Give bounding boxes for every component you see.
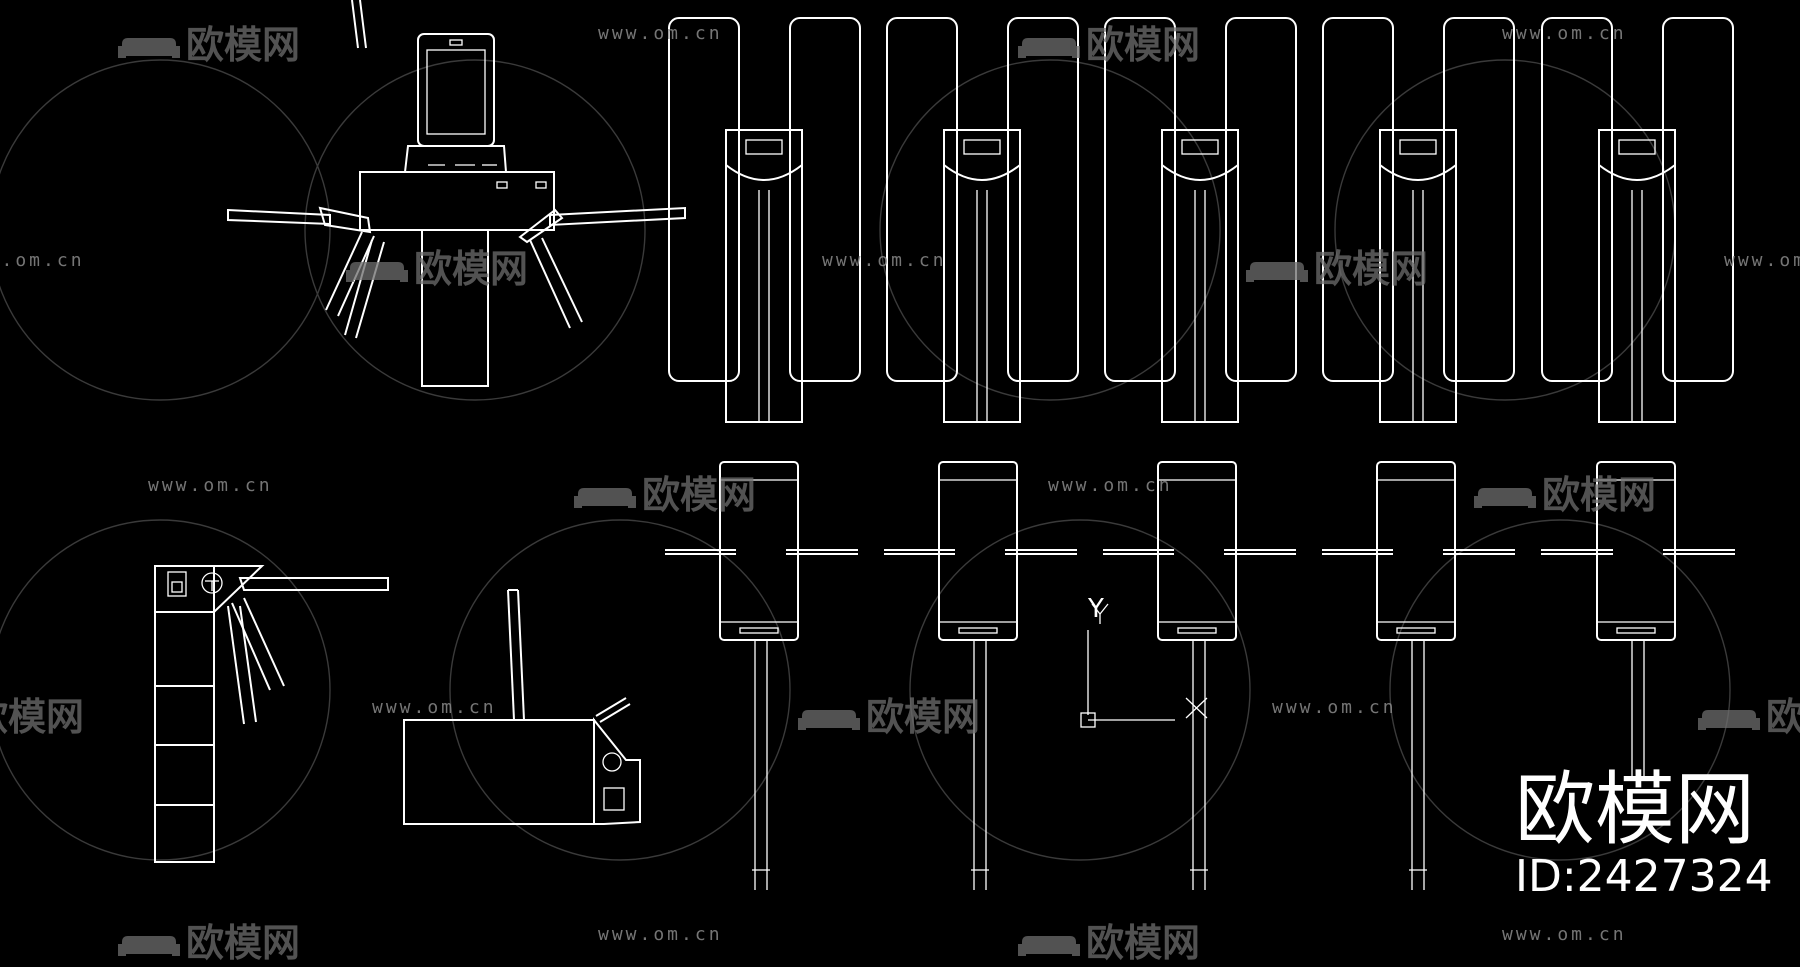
sofa-icon: [1474, 487, 1536, 508]
watermark-logo: 欧模网: [574, 464, 756, 519]
sofa-icon: [1246, 261, 1308, 282]
ucs-axis-icon: [1080, 603, 1208, 728]
watermark-logo-text: 欧模网: [1542, 473, 1657, 517]
swing-barrier-2: [886, 17, 1079, 423]
watermark-url: www.om.cn: [598, 924, 723, 945]
watermark-logo-text: 欧模网: [414, 247, 529, 291]
watermark-logo: 欧模网: [346, 238, 528, 293]
watermark-logo: 欧模网: [118, 14, 300, 69]
watermark-logo: 欧模网: [118, 912, 300, 967]
watermark-url: www.om.cn: [598, 23, 723, 44]
watermark-url: www.om.cn: [1272, 697, 1397, 718]
axis-y-label: Y: [1088, 594, 1104, 624]
plan-view-row: [665, 461, 1735, 890]
sofa-icon: [118, 37, 180, 58]
watermark-url: www.om.cn: [372, 697, 497, 718]
sofa-icon: [1698, 709, 1760, 730]
sofa-icon: [798, 709, 860, 730]
sofa-icon: [1018, 37, 1080, 58]
watermark-logo-text: 欧模网: [1314, 247, 1429, 291]
brand-id: ID:2427324: [1515, 851, 1773, 902]
watermark-url: www.om.cn: [1502, 924, 1627, 945]
sofa-icon: [1018, 935, 1080, 956]
watermark-logo: 欧模网: [1474, 464, 1656, 519]
watermark-url: www.om.cn: [822, 250, 947, 271]
swing-barrier-3: [1104, 17, 1297, 423]
watermark-logo: 欧模网: [1246, 238, 1428, 293]
watermark-logo-text: 欧模网: [1766, 695, 1800, 739]
watermark-logo-text: 欧模网: [186, 921, 301, 965]
watermark-logo: 欧模网: [0, 686, 84, 741]
watermark-url: www.om.cn: [1502, 23, 1627, 44]
watermark-url: www.om.cn: [148, 475, 273, 496]
brand-name: 欧模网: [1515, 763, 1755, 856]
watermark-logo-text: 欧模网: [1086, 23, 1201, 67]
swing-barrier-row: [668, 17, 1734, 423]
watermark-url: www.om.cn: [0, 250, 85, 271]
watermark-logo-text: 欧模网: [1086, 921, 1201, 965]
watermark-logo-text: 欧模网: [0, 695, 85, 739]
plan-unit-1: [665, 461, 858, 890]
watermark-logo-text: 欧模网: [866, 695, 981, 739]
watermark-logo-text: 欧模网: [642, 473, 757, 517]
swing-barrier-4: [1322, 17, 1515, 423]
plan-unit-2: [884, 461, 1077, 890]
watermark-logo: 欧模网: [1018, 14, 1200, 69]
watermark-logo: 欧模网: [1018, 912, 1200, 967]
sofa-icon: [346, 261, 408, 282]
sofa-icon: [574, 487, 636, 508]
swing-barrier-5: [1541, 17, 1734, 423]
swing-barrier-1: [668, 17, 861, 423]
plan-unit-5: [1541, 461, 1735, 780]
watermark-url: www.om.cn: [1048, 475, 1173, 496]
watermark-logo: 欧模网: [1698, 686, 1800, 741]
watermark-url: www.om.cn: [1724, 250, 1800, 271]
tripod-plan-view: [154, 565, 389, 863]
tripod-side-view: [403, 589, 641, 825]
isometric-turnstile: [227, 0, 686, 387]
watermark-logo: 欧模网: [798, 686, 980, 741]
watermark-logo-text: 欧模网: [186, 23, 301, 67]
sofa-icon: [118, 935, 180, 956]
plan-unit-3: [1103, 461, 1296, 890]
plan-unit-4: [1322, 461, 1515, 890]
